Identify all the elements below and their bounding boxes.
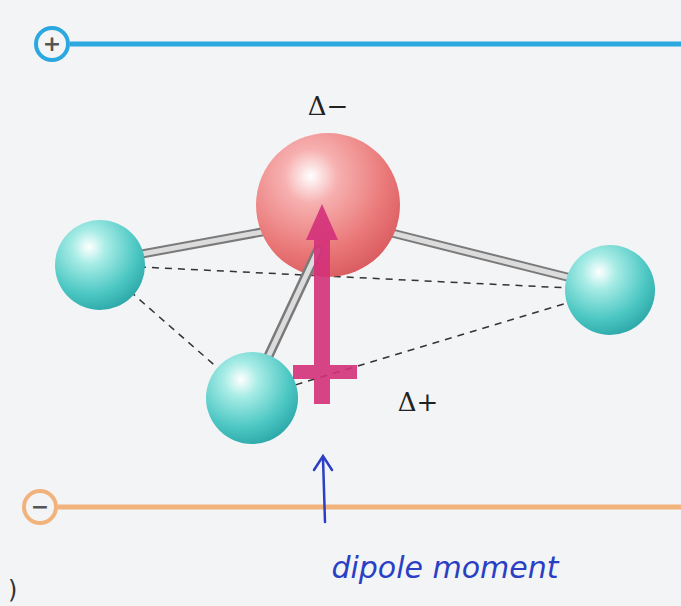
positive-plate: [70, 42, 681, 47]
base-triangle: [100, 265, 610, 398]
hydrogen-atom: [565, 245, 655, 335]
hydrogen-atom: [55, 220, 145, 310]
bond: [262, 250, 318, 370]
plate-sign: +: [43, 33, 61, 55]
dipole-arrow: [293, 204, 357, 404]
hydrogen-atom: [206, 352, 298, 444]
partial-charge: Δ+: [398, 389, 439, 415]
plate-sign: −: [31, 496, 49, 518]
plate-sign-circle: −: [22, 489, 58, 525]
plate-sign-circle: +: [34, 26, 70, 62]
partial-charge: Δ−: [308, 93, 349, 119]
handwritten-arrow: [314, 456, 332, 522]
handwritten-note: dipole moment: [331, 553, 558, 583]
bond: [360, 225, 595, 284]
negative-plate: [58, 505, 681, 510]
part-letter: ): [8, 578, 17, 602]
